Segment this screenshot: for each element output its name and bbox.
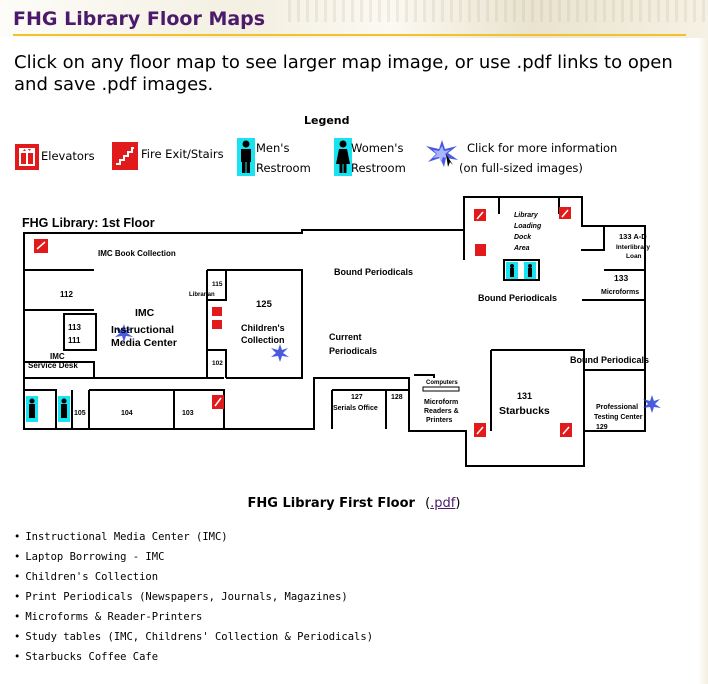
label-current-1: Current xyxy=(329,332,362,342)
label-128: 128 xyxy=(391,394,403,401)
mens-restroom-icon xyxy=(237,138,255,176)
label-ill-1: Interlibrary xyxy=(616,244,650,251)
legend-info-label-1: Click for more information xyxy=(467,141,618,155)
label-imc-desk-2: Service Desk xyxy=(28,361,78,370)
label-112: 112 xyxy=(60,290,73,299)
legend-womens-label-1: Women's xyxy=(351,141,404,155)
map-title: FHG Library: 1st Floor xyxy=(22,216,155,230)
legend-info-label-2: (on full-sized images) xyxy=(459,161,583,175)
list-item: Print Periodicals (Newspapers, Journals,… xyxy=(14,587,373,607)
label-starbucks: Starbucks xyxy=(499,405,550,417)
label-childrens-2: Collection xyxy=(241,335,285,345)
list-item: Study tables (IMC, Childrens' Collection… xyxy=(14,627,373,647)
legend-mens-label-2: Restroom xyxy=(256,161,311,175)
label-127: 127 xyxy=(351,394,363,401)
right-gutter xyxy=(698,38,708,684)
label-imc-full-2: Media Center xyxy=(111,337,177,349)
legend-title: Legend xyxy=(304,114,350,127)
header-banner xyxy=(0,0,708,38)
pdf-link[interactable]: .pdf xyxy=(430,496,456,511)
label-serials: Serials Office xyxy=(333,405,378,412)
label-microform-1: Microform xyxy=(424,399,458,406)
label-105: 105 xyxy=(74,410,86,417)
label-102: 102 xyxy=(212,360,223,367)
features-list: Instructional Media Center (IMC) Laptop … xyxy=(14,527,373,667)
pdf-close-paren: ) xyxy=(455,496,461,511)
label-bound-periodicals-2: Bound Periodicals xyxy=(478,293,557,303)
label-131: 131 xyxy=(517,391,532,401)
label-ill-2: Loan xyxy=(626,253,642,260)
pdf-open-paren: ( xyxy=(425,496,431,511)
label-imc-full-1: Instructional xyxy=(111,324,174,336)
fire-exit-icon xyxy=(112,142,138,170)
map-caption: FHG Library First Floor (.pdf) xyxy=(0,496,708,511)
label-113: 113 xyxy=(68,323,81,332)
label-microform-3: Printers xyxy=(426,417,453,424)
label-microforms: Microforms xyxy=(601,289,639,296)
info-star-icon xyxy=(426,140,458,167)
intro-text: Click on any floor map to see larger map… xyxy=(14,52,673,95)
list-item: Instructional Media Center (IMC) xyxy=(14,527,373,547)
list-item: Laptop Borrowing - IMC xyxy=(14,547,373,567)
label-loading-1: Library xyxy=(514,212,539,219)
map-caption-text: FHG Library First Floor xyxy=(247,496,415,511)
label-104: 104 xyxy=(121,410,133,417)
label-current-2: Periodicals xyxy=(329,346,377,356)
title-underline xyxy=(13,34,686,36)
legend-womens-label-2: Restroom xyxy=(351,161,406,175)
label-librarian: Librarian xyxy=(189,292,215,298)
label-bound-periodicals-1: Bound Periodicals xyxy=(334,267,413,277)
label-129: 129 xyxy=(596,424,608,431)
label-loading-2: Loading xyxy=(514,223,542,230)
label-133: 133 xyxy=(614,273,628,283)
label-125: 125 xyxy=(256,299,273,310)
label-loading-4: Area xyxy=(513,245,530,252)
label-testing-2: Testing Center xyxy=(594,414,643,421)
label-imc-book: IMC Book Collection xyxy=(98,249,176,258)
label-microform-2: Readers & xyxy=(424,408,459,415)
page-title: FHG Library Floor Maps xyxy=(13,8,266,30)
label-imc-desk-1: IMC xyxy=(50,352,65,361)
label-loading-3: Dock xyxy=(514,234,532,241)
list-item: Microforms & Reader-Printers xyxy=(14,607,373,627)
label-bound-periodicals-3: Bound Periodicals xyxy=(570,355,649,365)
label-childrens-1: Children's xyxy=(241,323,285,333)
label-115: 115 xyxy=(212,281,223,288)
legend-mens-label-1: Men's xyxy=(256,141,290,155)
list-item: Starbucks Coffee Cafe xyxy=(14,647,373,667)
label-computers: Computers xyxy=(426,380,458,386)
label-imc: IMC xyxy=(135,307,155,319)
legend-fire-exit-label: Fire Exit/Stairs xyxy=(141,147,224,161)
label-133ad: 133 A-D xyxy=(619,232,647,241)
floor-map-image[interactable]: FHG Library: 1st Floor IMC Book Collecti… xyxy=(14,190,672,472)
legend-elevators-label: Elevators xyxy=(41,149,95,163)
floor-map-drawing: FHG Library: 1st Floor IMC Book Collecti… xyxy=(22,196,661,467)
label-103: 103 xyxy=(182,410,194,417)
elevator-icon xyxy=(15,144,39,170)
banner-texture xyxy=(288,0,708,22)
label-111: 111 xyxy=(68,336,81,345)
label-testing-1: Professional xyxy=(596,404,638,411)
womens-restroom-icon xyxy=(334,138,352,176)
list-item: Children's Collection xyxy=(14,567,373,587)
